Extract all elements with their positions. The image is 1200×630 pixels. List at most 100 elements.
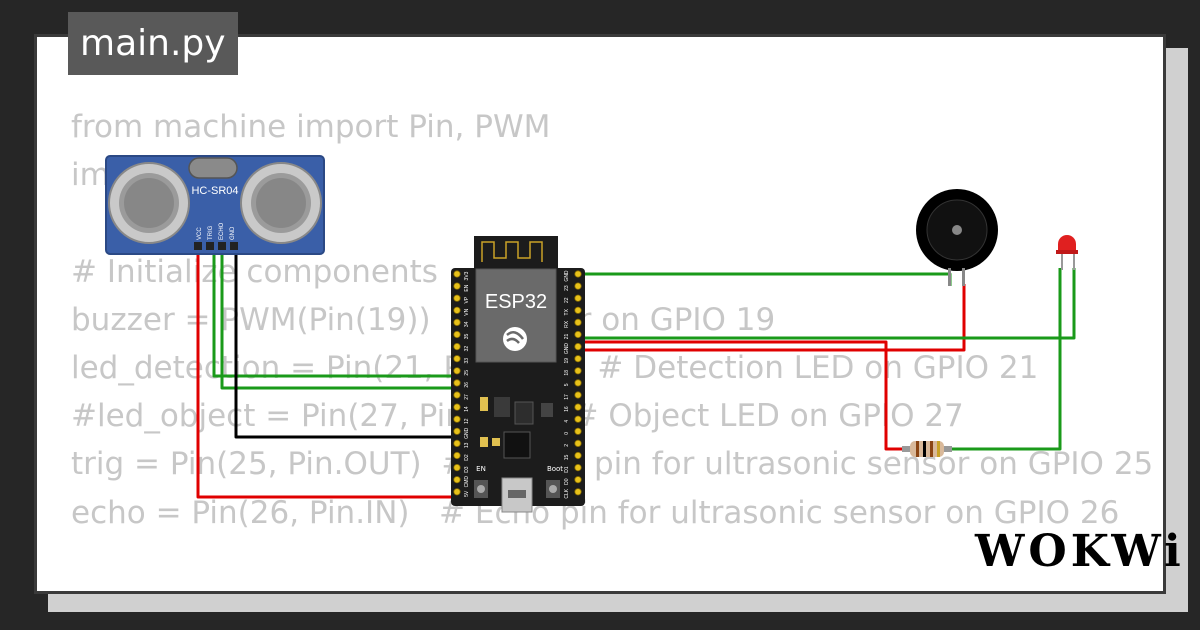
wire-gnd [234, 250, 456, 439]
pin-label: VP [464, 296, 470, 303]
header-pin[interactable] [453, 282, 461, 290]
pin-label: TX [564, 308, 570, 315]
pin-label: CLK [564, 488, 570, 498]
pin-label: 18 [564, 370, 570, 376]
sensor-label: HC-SR04 [191, 185, 238, 197]
esp32-label: ESP32 [485, 291, 547, 313]
buzzer[interactable] [916, 189, 998, 286]
pin-label: 5 [564, 383, 570, 386]
header-pin[interactable] [453, 439, 461, 447]
pin-label: 34 [464, 321, 470, 327]
sensor-pin-label: VCC [197, 227, 203, 240]
pin-label: GND [464, 427, 470, 439]
pin-label: 5V [464, 490, 470, 497]
header-pin[interactable] [574, 379, 582, 387]
wire-led-signal [580, 340, 904, 451]
wire-trig [212, 250, 456, 378]
pin-label: GND [564, 270, 570, 282]
red-led[interactable] [1056, 235, 1078, 270]
header-pin[interactable] [574, 476, 582, 484]
header-pin[interactable] [574, 451, 582, 460]
header-pin[interactable] [453, 367, 461, 375]
header-pin[interactable] [453, 427, 461, 435]
wire-led-gnd [580, 268, 1076, 340]
wire-buzzer-gnd [580, 272, 952, 286]
wire-resistor-led [952, 268, 1062, 451]
header-pin[interactable] [574, 294, 582, 302]
header-pin[interactable] [453, 451, 461, 460]
header-pin[interactable] [453, 294, 461, 302]
pin-label: 33 [464, 358, 470, 364]
transducer-left [108, 162, 190, 244]
pin-label: CMD [464, 476, 470, 488]
pin-label: D0 [564, 478, 570, 485]
pin-label: 22 [564, 297, 570, 303]
pin-label: 21 [564, 334, 570, 340]
sensor-pin-label: ECHO [219, 222, 225, 240]
pin-label: 35 [464, 334, 470, 340]
header-pin[interactable] [574, 318, 582, 326]
header-pin[interactable] [574, 306, 582, 314]
header-pin[interactable] [453, 463, 461, 472]
header-pin[interactable] [453, 270, 461, 278]
pin-label: 27 [464, 394, 470, 400]
pin-label: GND [564, 343, 570, 355]
pin-label: 2 [564, 444, 570, 447]
header-pin[interactable] [453, 476, 461, 484]
pin-label: 19 [564, 358, 570, 364]
header-pin[interactable] [574, 270, 582, 278]
pin-label: 13 [464, 442, 470, 448]
header-pin[interactable] [574, 330, 582, 339]
header-pin[interactable] [453, 415, 461, 423]
wire-buzzer-signal [580, 284, 966, 352]
en-button[interactable]: EN [474, 465, 488, 498]
header-pin[interactable] [574, 488, 582, 496]
header-pin[interactable] [574, 463, 582, 472]
header-pin[interactable] [453, 342, 461, 351]
pin-label: RX [564, 320, 570, 328]
wokwi-logo: WOKWi [975, 526, 1185, 577]
header-pin[interactable] [574, 427, 582, 435]
smd-components [480, 397, 553, 459]
sensor-pin-label: TRIG [208, 225, 214, 240]
usb-port [501, 477, 533, 513]
header-pin[interactable] [574, 342, 582, 351]
header-pin[interactable] [453, 379, 461, 387]
pin-label: EN [464, 284, 470, 291]
header-pin[interactable] [453, 391, 461, 399]
header-pin[interactable] [574, 355, 582, 363]
wire-vcc [196, 250, 456, 499]
pin-label: D2 [464, 454, 470, 461]
header-pin[interactable] [453, 355, 461, 363]
header-pin[interactable] [574, 439, 582, 447]
antenna-trace [481, 241, 543, 262]
file-tab[interactable]: main.py [68, 12, 238, 75]
en-button-label: EN [476, 465, 486, 473]
pin-label: 12 [464, 418, 470, 424]
header-pin[interactable] [453, 403, 461, 411]
pin-label: 0 [564, 432, 570, 435]
pin-label: 17 [564, 394, 570, 400]
header-pin[interactable] [574, 282, 582, 290]
header-pin[interactable] [574, 415, 582, 423]
ultrasonic-sensor[interactable]: HC-SR04 VCC TRIG ECHO GND [105, 155, 325, 255]
pin-label: 3V3 [464, 271, 470, 280]
header-pin[interactable] [453, 488, 461, 496]
pin-headers: 3V3ENVPVN343532332526271412GND13D2D3CMD5… [453, 270, 582, 499]
sensor-pin-label: GND [230, 226, 236, 240]
header-pin[interactable] [574, 367, 582, 375]
sensor-header [194, 242, 238, 250]
header-pin[interactable] [453, 306, 461, 314]
wire-echo [220, 250, 456, 390]
header-pin[interactable] [453, 318, 461, 326]
boot-button[interactable]: Boot [546, 465, 563, 498]
resistor[interactable] [902, 441, 952, 457]
pin-label: 15 [564, 455, 570, 461]
header-pin[interactable] [453, 330, 461, 339]
transducer-right [240, 162, 322, 244]
pin-label: 16 [564, 406, 570, 412]
header-pin[interactable] [574, 391, 582, 399]
header-pin[interactable] [574, 403, 582, 411]
